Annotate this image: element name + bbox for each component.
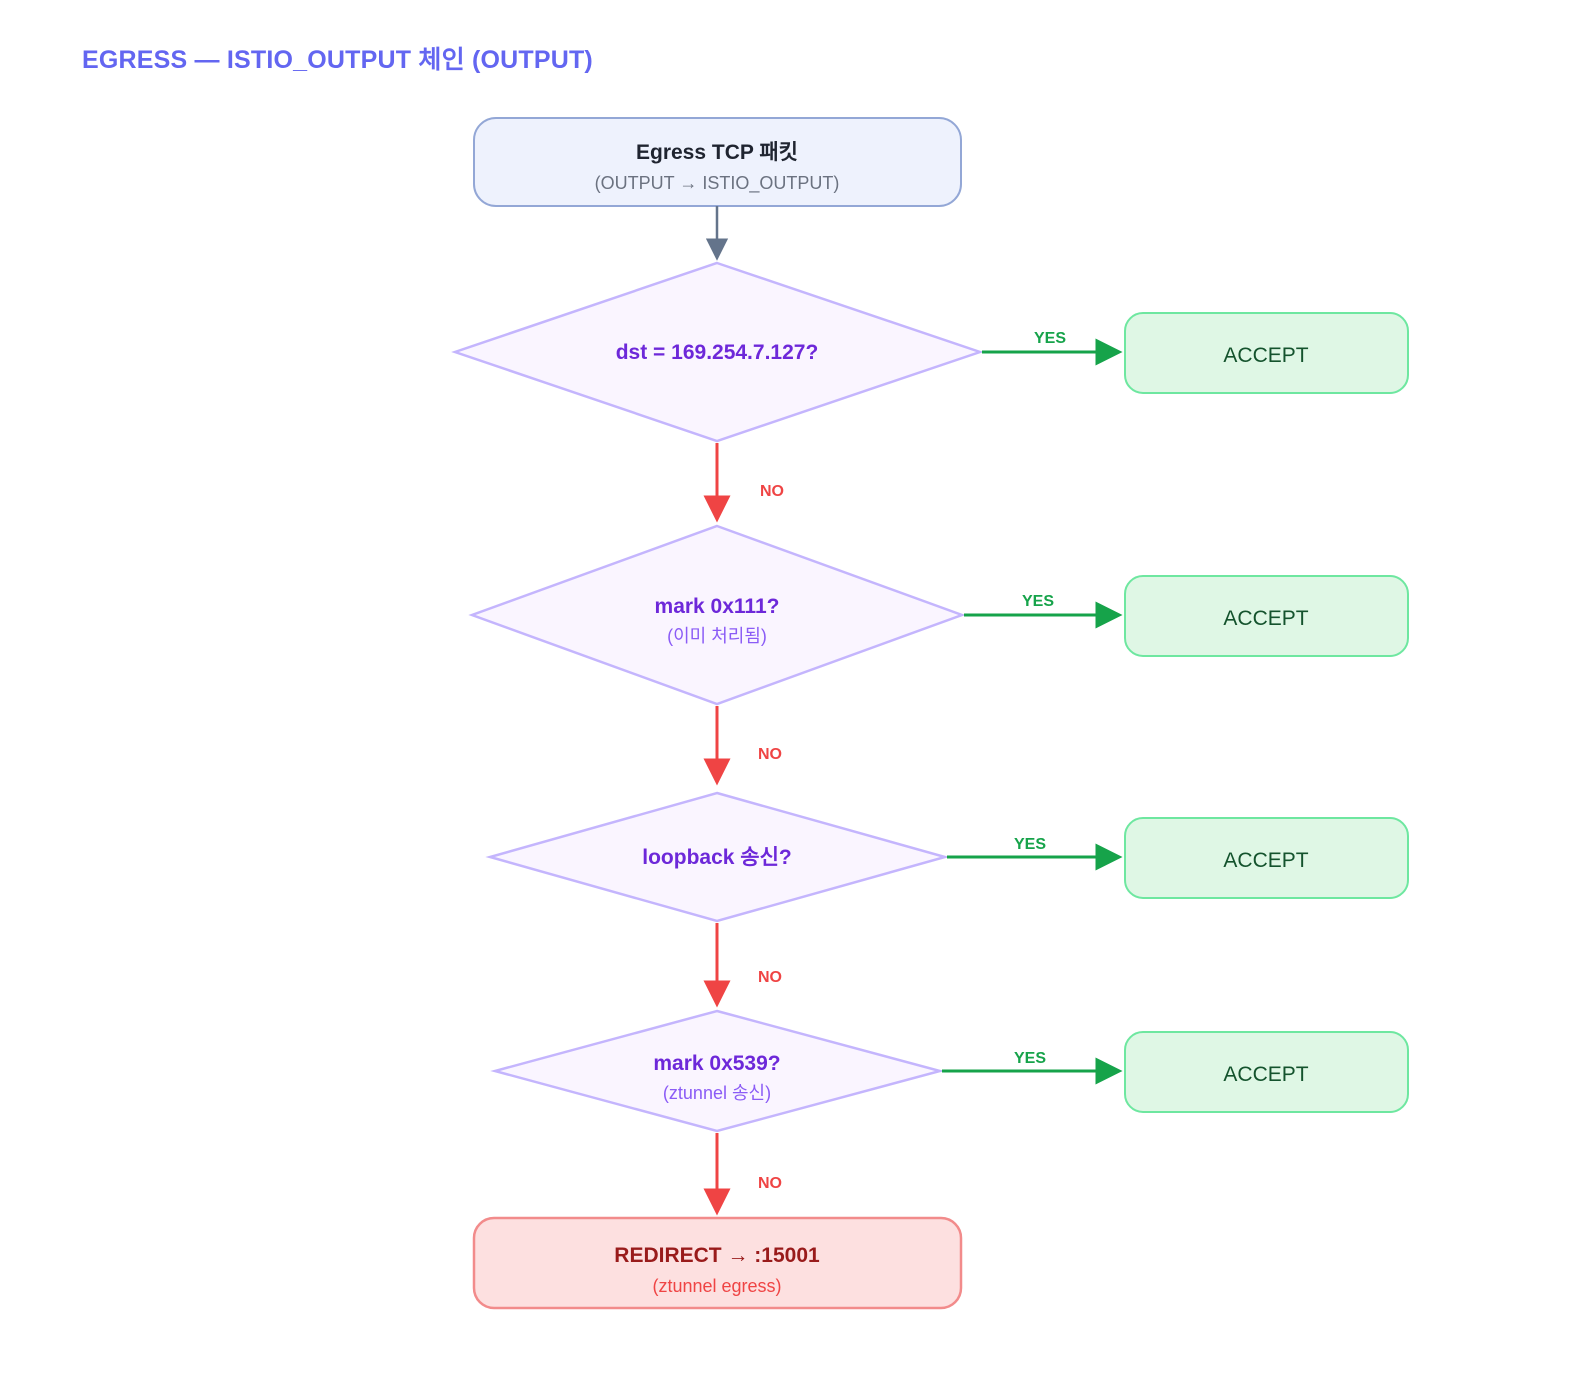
decision-1-shape — [451, 261, 984, 443]
decision-2-subtitle: (이미 처리됨) — [667, 626, 767, 646]
edge-label-decision-4-no: NO — [758, 1175, 782, 1192]
accept-3-label: ACCEPT — [1223, 849, 1308, 872]
accept-3-shape — [1124, 817, 1409, 899]
edge-label-decision-2-yes: YES — [1022, 593, 1054, 610]
node-accept-2[interactable]: ACCEPT — [1124, 575, 1409, 657]
decision-4-shape — [490, 1009, 945, 1133]
node-redirect-15001[interactable]: REDIRECT → :15001 (ztunnel egress) — [472, 1216, 963, 1310]
node-egress-tcp-packet[interactable]: Egress TCP 패킷 (OUTPUT → ISTIO_OUTPUT) — [473, 117, 962, 207]
edge-label-decision-1-yes: YES — [1034, 330, 1066, 347]
accept-4-shape — [1124, 1031, 1409, 1113]
node-dst-link-local-check[interactable]: dst = 169.254.7.127? — [451, 261, 984, 443]
start-node-subtitle: (OUTPUT → ISTIO_OUTPUT) — [595, 173, 840, 194]
decision-4-title: mark 0x539? — [653, 1052, 780, 1075]
accept-1-label: ACCEPT — [1223, 344, 1308, 367]
decision-1-title: dst = 169.254.7.127? — [616, 341, 819, 364]
edge-label-decision-3-no: NO — [758, 969, 782, 986]
decision-2-shape — [468, 524, 966, 706]
edge-label-decision-3-yes: YES — [1014, 836, 1046, 853]
accept-2-shape — [1124, 575, 1409, 657]
decision-3-shape — [485, 791, 950, 923]
decision-4-subtitle: (ztunnel 송신) — [663, 1083, 771, 1103]
accept-4-label: ACCEPT — [1223, 1063, 1308, 1086]
redirect-node-shape — [472, 1216, 963, 1310]
edge-label-decision-4-yes: YES — [1014, 1050, 1046, 1067]
node-loopback-egress-check[interactable]: loopback 송신? — [485, 791, 950, 923]
node-accept-3[interactable]: ACCEPT — [1124, 817, 1409, 899]
start-node-title: Egress TCP 패킷 — [636, 141, 798, 164]
decision-3-title: loopback 송신? — [642, 846, 792, 869]
decision-2-title: mark 0x111? — [655, 595, 780, 618]
redirect-node-title: REDIRECT → :15001 — [614, 1244, 820, 1267]
page-title: EGRESS — ISTIO_OUTPUT 체인 (OUTPUT) — [82, 46, 593, 74]
accept-2-label: ACCEPT — [1223, 607, 1308, 630]
node-mark-0x111-check[interactable]: mark 0x111? (이미 처리됨) — [468, 524, 966, 706]
node-accept-1[interactable]: ACCEPT — [1124, 312, 1409, 394]
accept-1-shape — [1124, 312, 1409, 394]
node-mark-0x539-check[interactable]: mark 0x539? (ztunnel 송신) — [490, 1009, 945, 1133]
redirect-node-subtitle: (ztunnel egress) — [652, 1276, 781, 1296]
node-accept-4[interactable]: ACCEPT — [1124, 1031, 1409, 1113]
edge-label-decision-2-no: NO — [758, 746, 782, 763]
edge-label-decision-1-no: NO — [760, 483, 784, 500]
